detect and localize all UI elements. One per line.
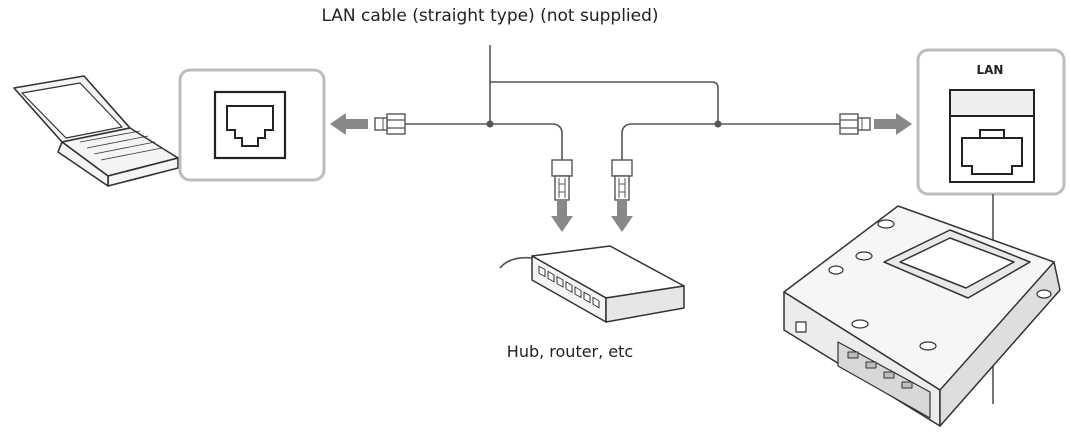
projector-icon	[783, 205, 1061, 427]
arrow-icon	[611, 200, 633, 232]
laptop-port-panel	[178, 68, 326, 182]
arrow-icon	[874, 113, 912, 135]
rj45-plug-icon	[551, 159, 573, 201]
hub-label: Hub, router, etc	[506, 342, 634, 361]
rj45-plug-icon	[374, 113, 406, 135]
arrow-icon	[551, 200, 573, 232]
rj45-plug-icon	[839, 113, 871, 135]
arrow-icon	[330, 113, 368, 135]
rj45-plug-icon	[611, 159, 633, 201]
lan-port-label: LAN	[976, 63, 1004, 77]
cable-junction	[486, 120, 494, 128]
lan-port-icon	[213, 90, 287, 160]
hub-icon	[531, 245, 685, 323]
lan-port-icon	[949, 89, 1035, 183]
cable-label: LAN cable (straight type) (not supplied)	[321, 6, 659, 26]
projector-port-panel	[916, 48, 1066, 196]
cable-junction	[714, 120, 722, 128]
laptop-icon	[13, 75, 179, 187]
